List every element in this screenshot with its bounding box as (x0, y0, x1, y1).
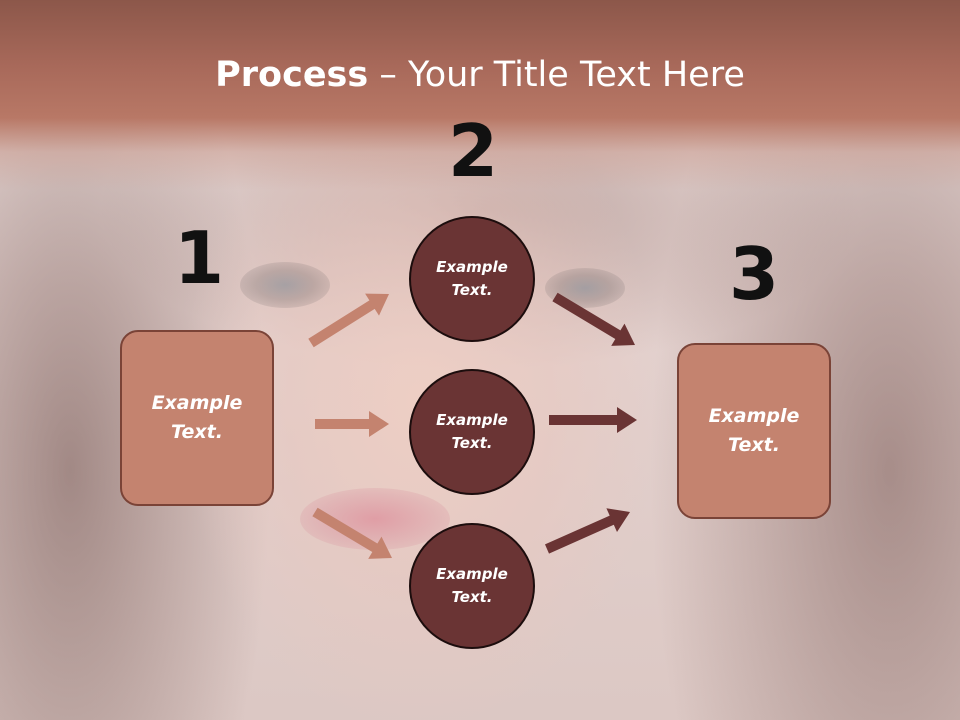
arrow-middle-to-right (549, 407, 637, 433)
arrow-top-to-right (552, 292, 635, 346)
circle-top: Example Text. (409, 216, 535, 342)
left-box: Example Text. (120, 330, 274, 506)
arrow-left-to-middle (315, 411, 389, 437)
arrow-bottom-to-right (545, 508, 630, 554)
circle-middle: Example Text. (409, 369, 535, 495)
circle-bottom-label: Example Text. (436, 565, 508, 606)
title-rest: – Your Title Text Here (368, 55, 745, 95)
right-box: Example Text. (677, 343, 831, 519)
step-number-1: 1 (173, 216, 225, 300)
right-box-label: Example Text. (708, 405, 800, 456)
face-eye-left (240, 262, 330, 308)
left-box-label: Example Text. (151, 392, 243, 443)
slide-title: Process – Your Title Text Here (0, 52, 960, 98)
arrow-left-to-top (308, 293, 389, 348)
circle-top-label: Example Text. (436, 258, 508, 299)
step-number-3: 3 (728, 232, 780, 316)
circle-middle-label: Example Text. (436, 411, 508, 452)
step-number-2: 2 (447, 109, 499, 193)
arrow-left-to-bottom (312, 507, 392, 559)
header-band (0, 0, 960, 190)
title-bold: Process (215, 55, 369, 95)
circle-bottom: Example Text. (409, 523, 535, 649)
